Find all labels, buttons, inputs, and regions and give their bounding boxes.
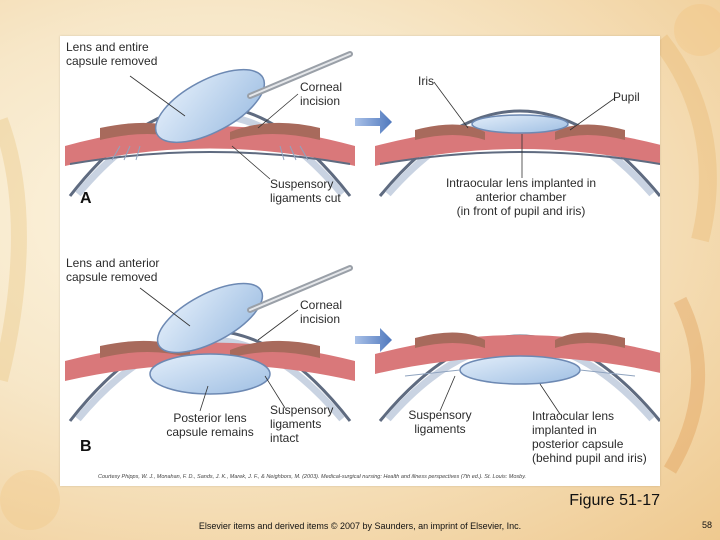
label-lens-anterior-capsule: Lens and anterior capsule removed bbox=[66, 256, 159, 284]
page-number: 58 bbox=[701, 520, 712, 530]
label-line: Intraocular lens implanted in bbox=[445, 176, 597, 190]
label-line: Corneal bbox=[300, 80, 343, 94]
label-line: Lens and entire bbox=[66, 40, 149, 54]
label-corneal-incision-b: Corneal incision bbox=[300, 298, 342, 326]
label-lens-entire-capsule: Lens and entire capsule removed bbox=[66, 40, 157, 68]
label-line: incision bbox=[300, 94, 341, 108]
label-ligaments-intact: Suspensory ligaments intact bbox=[270, 403, 333, 445]
label-pupil: Pupil bbox=[613, 90, 640, 104]
label-corneal-incision-a: Corneal incision bbox=[300, 80, 342, 108]
label-line: implanted in bbox=[532, 423, 597, 437]
label-line: capsule removed bbox=[66, 270, 158, 284]
diagram-figure: Lens and entire capsule removed Corneal … bbox=[60, 36, 660, 486]
panel-a-right-eye bbox=[375, 81, 660, 197]
label-line: (in front of pupil and iris) bbox=[456, 204, 586, 218]
panel-b-right-eye bbox=[375, 332, 660, 422]
label-line: ligaments cut bbox=[270, 191, 341, 205]
copyright-footer: Elsevier items and derived items © 2007 … bbox=[198, 521, 522, 531]
panel-letter-b: B bbox=[80, 438, 92, 455]
label-line: Lens and anterior bbox=[66, 256, 160, 270]
panel-b-left-eye bbox=[65, 265, 355, 422]
label-line: capsule remains bbox=[166, 425, 254, 439]
label-line: incision bbox=[300, 312, 341, 326]
label-line: Suspensory bbox=[270, 403, 334, 417]
label-line: posterior capsule bbox=[532, 437, 624, 451]
label-line: capsule removed bbox=[66, 54, 158, 68]
label-posterior-capsule-remains: Posterior lens capsule remains bbox=[155, 411, 265, 439]
label-iol-posterior: Intraocular lens implanted in posterior … bbox=[532, 409, 647, 465]
label-line: ligaments bbox=[270, 417, 322, 431]
label-ligaments-cut: Suspensory ligaments cut bbox=[270, 177, 341, 205]
label-line: Intraocular lens bbox=[532, 409, 615, 423]
label-line: anterior chamber bbox=[475, 190, 567, 204]
label-line: ligaments bbox=[414, 422, 466, 436]
label-iris: Iris bbox=[418, 74, 434, 88]
panel-a-left-eye bbox=[65, 51, 355, 197]
image-credit: Courtesy Phipps, W. J., Monahan, F. D., … bbox=[98, 474, 527, 480]
label-iol-anterior: Intraocular lens implanted in anterior c… bbox=[435, 176, 607, 218]
label-line: Corneal bbox=[300, 298, 343, 312]
eye-surgery-illustration bbox=[65, 51, 660, 422]
label-line: Suspensory bbox=[270, 177, 334, 191]
panel-letter-a: A bbox=[80, 190, 92, 207]
label-line: Suspensory bbox=[408, 408, 472, 422]
label-line: intact bbox=[270, 431, 299, 445]
figure-caption: Figure 51-17 bbox=[569, 492, 660, 509]
label-line: (behind pupil and iris) bbox=[532, 451, 647, 465]
arrow-b bbox=[355, 328, 392, 352]
label-line: Posterior lens bbox=[173, 411, 247, 425]
arrow-a bbox=[355, 110, 392, 134]
label-ligaments: Suspensory ligaments bbox=[400, 408, 480, 436]
